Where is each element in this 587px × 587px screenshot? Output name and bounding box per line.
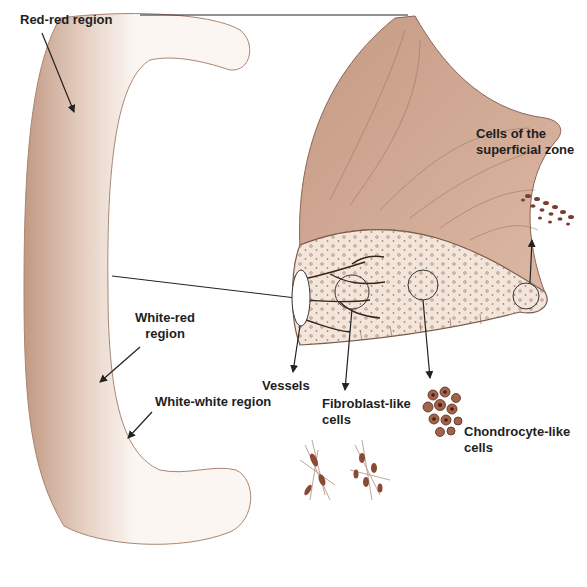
region-label: Red-red region (20, 12, 135, 28)
region-label: White-red region (125, 310, 205, 341)
region-label: White-white region (155, 394, 295, 410)
cell-label: Chondrocyte-like cells (464, 424, 576, 455)
structure-label: Vessels (262, 378, 322, 394)
cell-label: Cells of the superficial zone (476, 126, 581, 157)
cell-label: Fibroblast-like cells (322, 396, 412, 427)
